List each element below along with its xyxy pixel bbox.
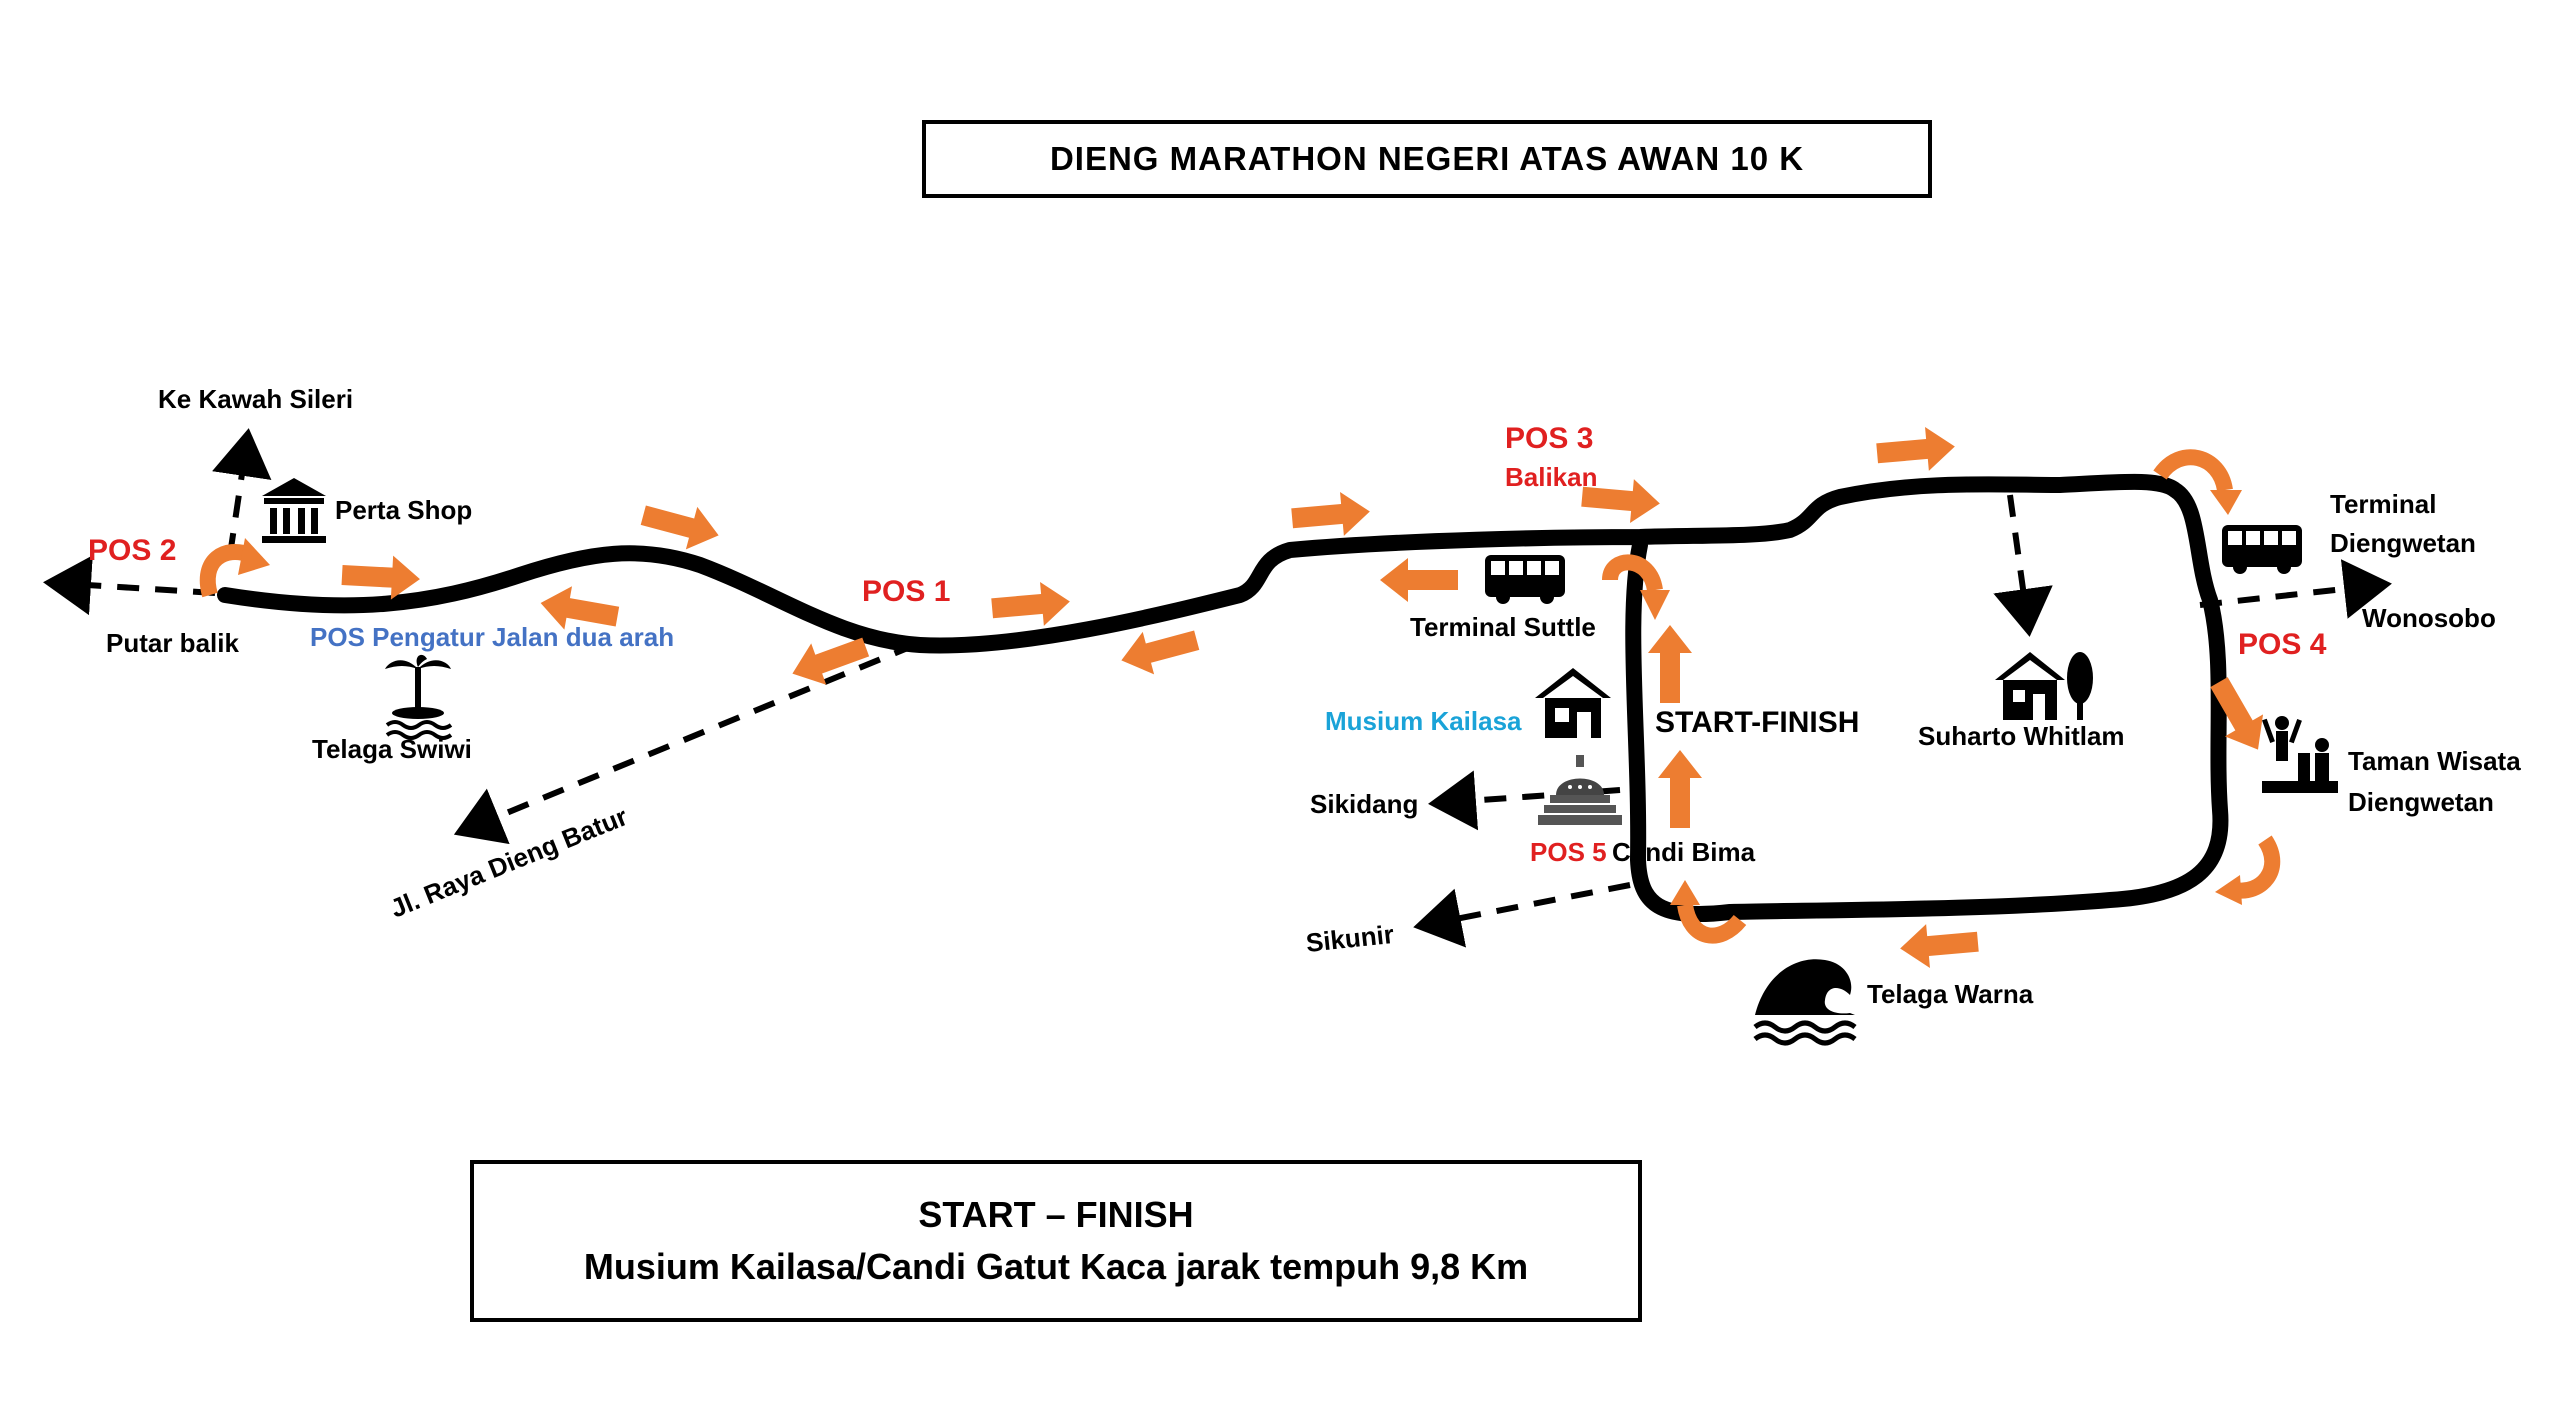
wave-icon bbox=[1753, 959, 1857, 1046]
label-wonosobo: Wonosobo bbox=[2362, 603, 2496, 633]
bus-icon bbox=[2222, 525, 2302, 574]
bus-icon bbox=[1485, 555, 1565, 604]
turnaround-arrow-head bbox=[1640, 590, 1670, 620]
label-taman-wisata-1: Taman Wisata bbox=[2348, 746, 2521, 776]
race-route bbox=[217, 473, 2229, 923]
house-tree-icon bbox=[1995, 652, 2093, 720]
label-sikunir: Sikunir bbox=[1304, 919, 1395, 958]
direction-arrow bbox=[1875, 424, 1957, 476]
label-musium-kailasa: Musium Kailasa bbox=[1325, 706, 1522, 736]
turnaround-arrow-head bbox=[2215, 875, 2242, 905]
label-pos-1: POS 1 bbox=[862, 575, 950, 608]
label-pos-4: POS 4 bbox=[2238, 628, 2327, 661]
side-roads bbox=[43, 428, 2392, 948]
label-start-finish: START-FINISH bbox=[1655, 706, 1859, 739]
direction-arrow bbox=[1648, 625, 1692, 703]
road-sikidang bbox=[1428, 770, 1621, 831]
map-title-box: DIENG MARATHON NEGERI ATAS AWAN 10 K bbox=[922, 120, 1932, 198]
road-suharto-whitlam bbox=[1993, 494, 2053, 637]
label-telaga-swiwi: Telaga Swiwi bbox=[312, 734, 472, 764]
label-candi-bima: Candi Bima bbox=[1612, 837, 1756, 867]
road-putar-balik bbox=[43, 555, 216, 616]
people-monument-icon bbox=[2262, 716, 2338, 793]
label-pos-3: POS 3 bbox=[1505, 422, 1593, 455]
label-terminal-diengwetan-1: Terminal bbox=[2330, 489, 2436, 519]
direction-arrow bbox=[1658, 750, 1702, 828]
label-suharto-whitlam: Suharto Whitlam bbox=[1918, 721, 2125, 751]
label-sikidang: Sikidang bbox=[1310, 789, 1418, 819]
road-ke-kawah-sileri bbox=[212, 428, 272, 556]
direction-arrows bbox=[199, 424, 2281, 971]
turnaround-arrow-head bbox=[238, 538, 270, 575]
turnaround-arrow bbox=[2233, 835, 2281, 899]
turnaround-arrow bbox=[1677, 903, 1747, 944]
label-perta-shop: Perta Shop bbox=[335, 495, 472, 525]
road-wonosobo bbox=[2199, 559, 2392, 619]
road-jl-raya-dieng-batur bbox=[453, 642, 917, 845]
route-west-segment bbox=[217, 473, 2229, 923]
label-pos-pengatur: POS Pengatur Jalan dua arah bbox=[310, 622, 674, 652]
palm-island-icon bbox=[385, 654, 453, 740]
label-balikan: Balikan bbox=[1505, 462, 1598, 492]
start-finish-info-box: START – FINISH Musium Kailasa/Candi Gatu… bbox=[470, 1160, 1642, 1322]
bank-icon bbox=[262, 478, 326, 543]
label-pos-2: POS 2 bbox=[88, 534, 176, 567]
label-ke-kawah-sileri: Ke Kawah Sileri bbox=[158, 384, 353, 414]
label-terminal-diengwetan-2: Diengwetan bbox=[2330, 528, 2476, 558]
direction-arrow bbox=[990, 579, 1072, 631]
label-terminal-suttle: Terminal Suttle bbox=[1410, 612, 1596, 642]
direction-arrow bbox=[1290, 489, 1372, 541]
map-title: DIENG MARATHON NEGERI ATAS AWAN 10 K bbox=[1049, 140, 1805, 177]
road-sikunir bbox=[1413, 882, 1631, 948]
direction-arrow bbox=[1898, 919, 1980, 971]
house-icon bbox=[1535, 668, 1611, 738]
info-detail: Musium Kailasa/Candi Gatut Kaca jarak te… bbox=[583, 1246, 1529, 1287]
label-putar-balik: Putar balik bbox=[106, 628, 239, 658]
stupa-icon bbox=[1538, 755, 1622, 825]
turnaround-arrow bbox=[2153, 449, 2233, 492]
label-jl-raya-dieng-batur: Jl. Raya Dieng Batur bbox=[386, 801, 632, 924]
turnaround-arrow-head bbox=[1670, 880, 1700, 905]
info-heading: START – FINISH bbox=[918, 1194, 1194, 1235]
label-pos-5: POS 5 bbox=[1530, 837, 1607, 867]
turnaround-arrow bbox=[1602, 554, 1663, 592]
turnaround-arrow-head bbox=[2210, 490, 2242, 515]
direction-arrow bbox=[1380, 558, 1458, 602]
label-taman-wisata-2: Diengwetan bbox=[2348, 787, 2494, 817]
label-telaga-warna: Telaga Warna bbox=[1867, 979, 2034, 1009]
